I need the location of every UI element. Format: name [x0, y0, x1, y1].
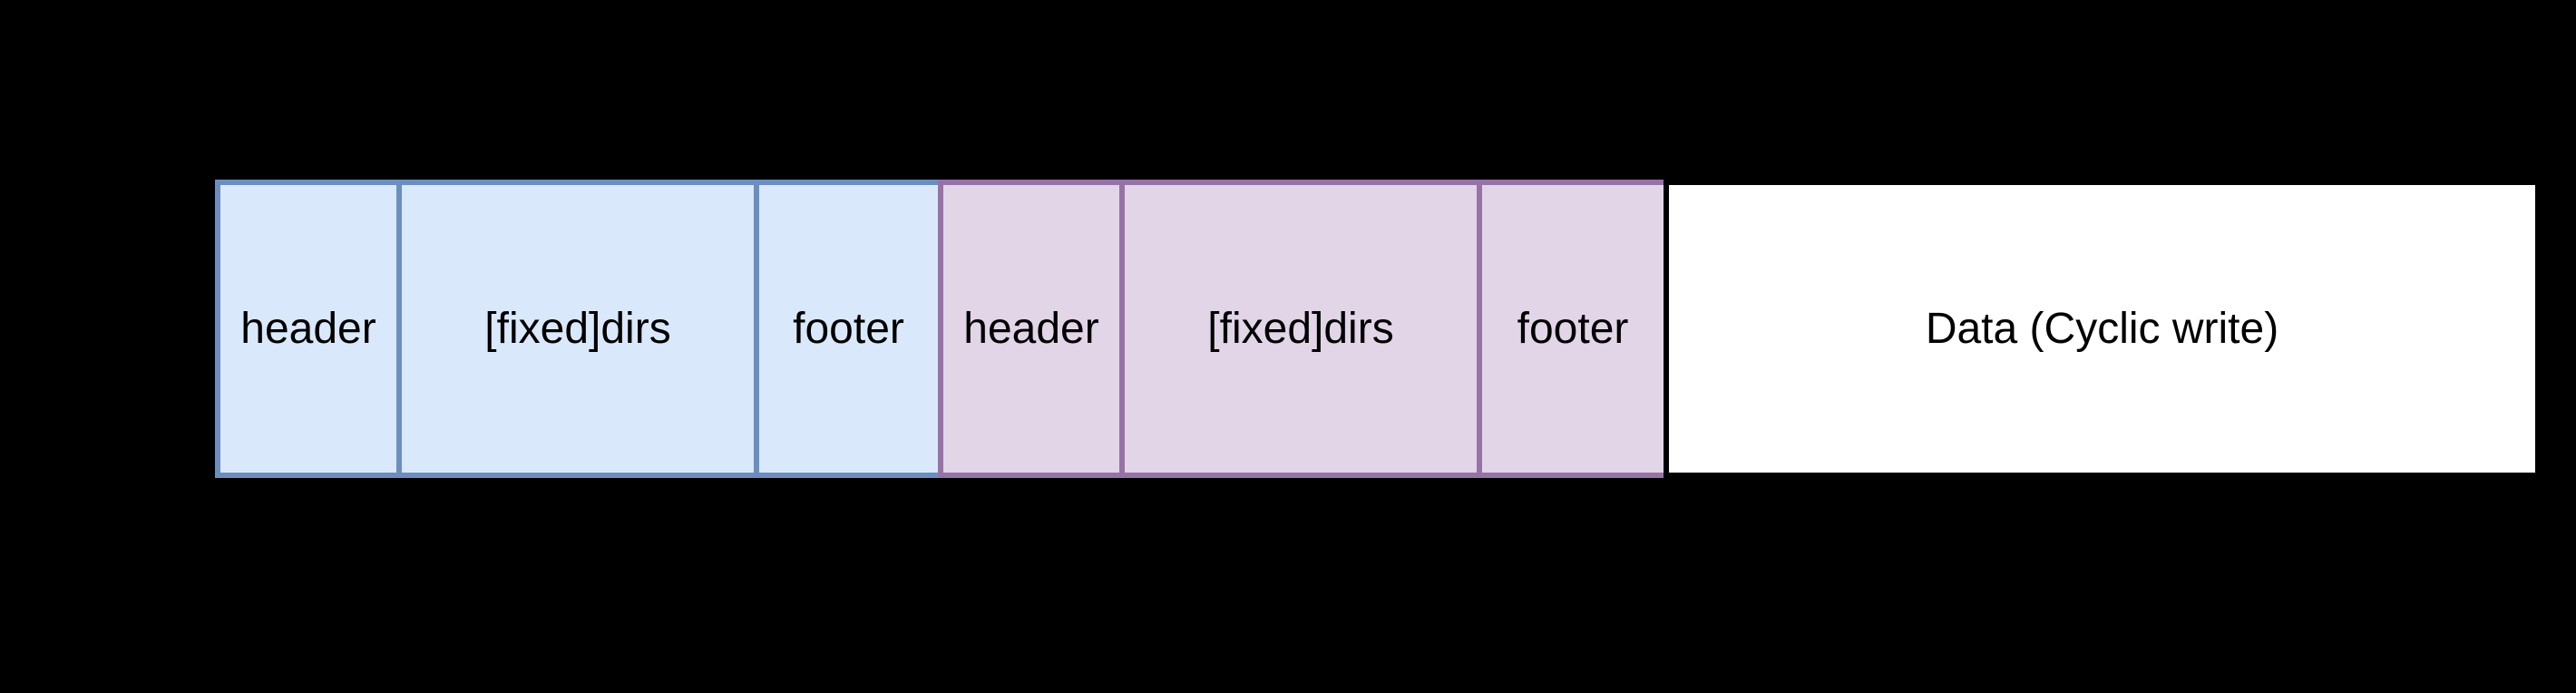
partition-2-header-cell: header	[943, 185, 1119, 473]
partition-2-footer-label: footer	[1517, 304, 1629, 353]
partition-1-footer-cell: footer	[754, 185, 938, 473]
partition-1-header-cell: header	[220, 185, 396, 473]
partition-1-group: header [fixed]dirs footer	[215, 180, 943, 478]
partition-1-footer-label: footer	[793, 304, 904, 353]
partition-1-header-label: header	[240, 304, 376, 353]
partition-2-header-label: header	[963, 304, 1099, 353]
partition-1-dirs-cell: [fixed]dirs	[396, 185, 754, 473]
partition-1-dirs-label: [fixed]dirs	[484, 304, 671, 353]
partition-2-dirs-label: [fixed]dirs	[1207, 304, 1394, 353]
data-cyclic-write-label: Data (Cyclic write)	[1925, 304, 2279, 353]
partition-2-group: header [fixed]dirs footer	[938, 180, 1669, 478]
data-cyclic-write-block: Data (Cyclic write)	[1664, 180, 2541, 478]
partition-2-dirs-cell: [fixed]dirs	[1119, 185, 1477, 473]
partition-2-footer-cell: footer	[1477, 185, 1664, 473]
